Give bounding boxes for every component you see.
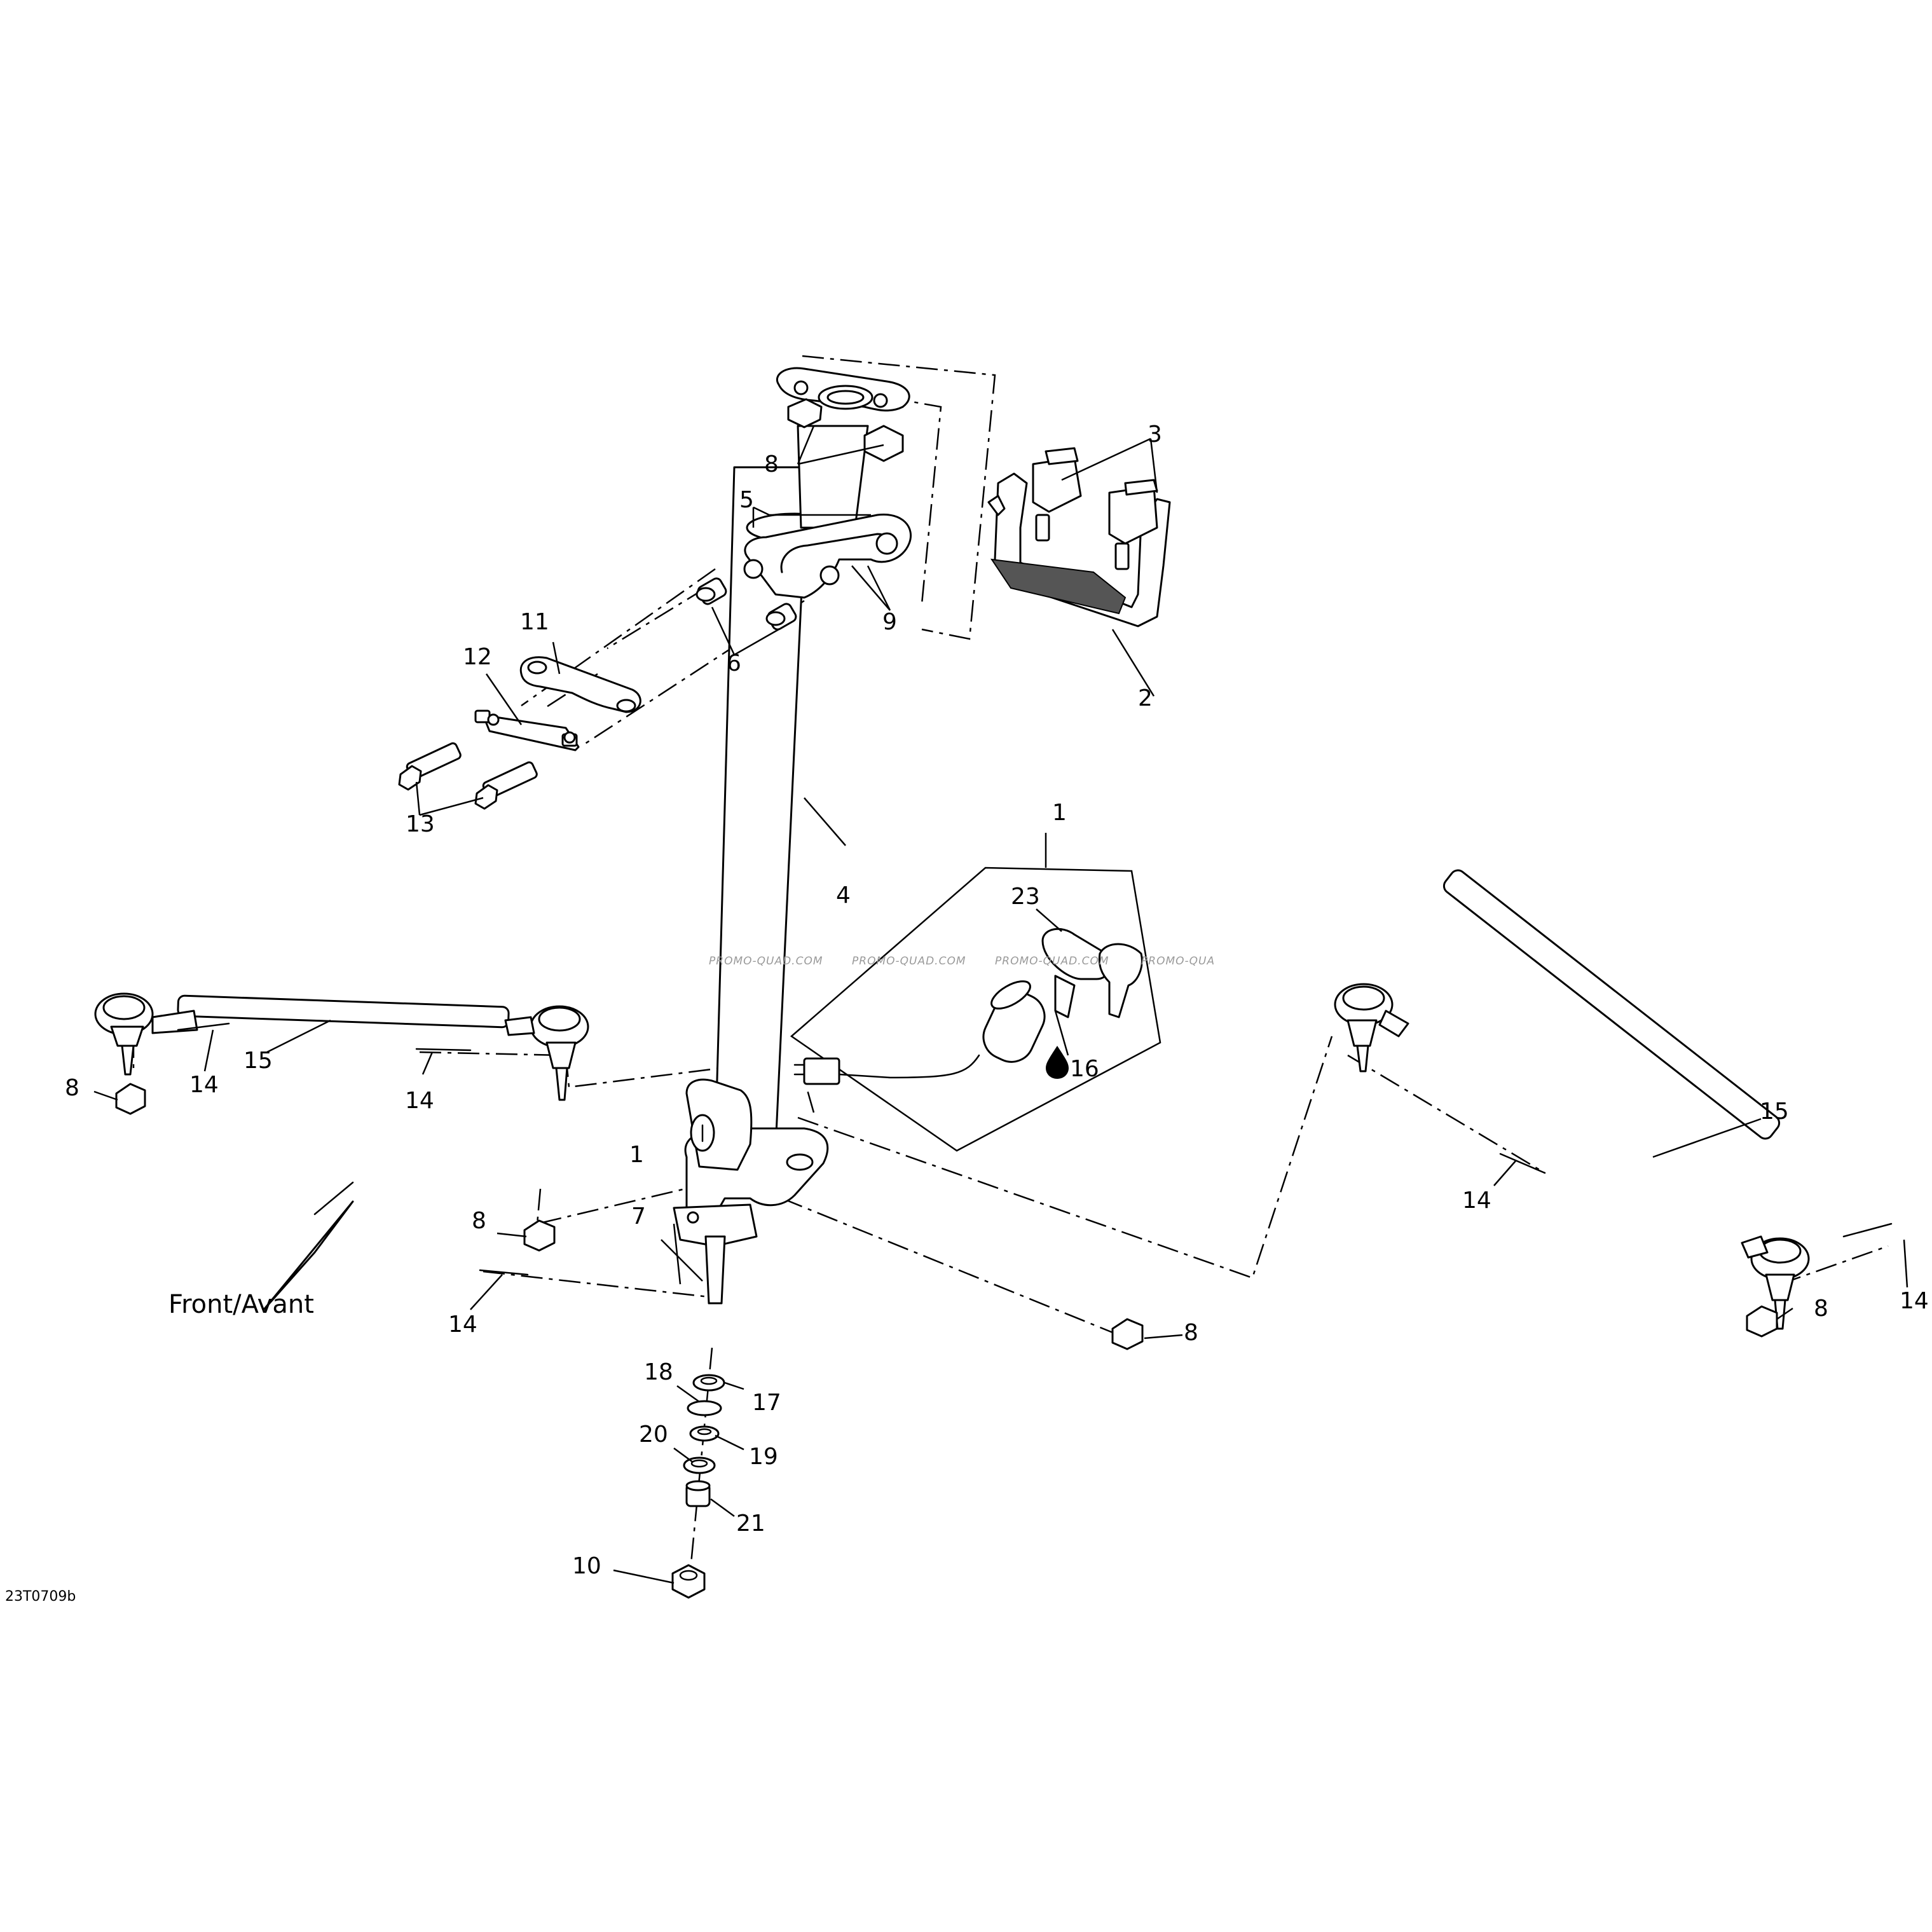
callout-23: 23 [1011, 884, 1040, 910]
callout-2: 2 [1138, 685, 1153, 711]
ignition-lock-cover [685, 1078, 753, 1171]
front-direction-label: Front/Avant [168, 1290, 314, 1319]
callout-8-mid: 8 [1184, 1320, 1198, 1346]
callout-12: 12 [463, 644, 492, 670]
callout-14-a: 14 [189, 1072, 219, 1098]
callout-5: 5 [739, 487, 754, 513]
front-direction-arrow [263, 1181, 354, 1311]
callout-10: 10 [572, 1553, 601, 1579]
callout-15-left: 15 [243, 1048, 273, 1074]
callout-14-c: 14 [448, 1312, 477, 1338]
watermark-text-4: PROMO-QUA [1141, 955, 1215, 968]
lower-bearing-stack [683, 1374, 725, 1507]
callout-20: 20 [639, 1422, 668, 1448]
column-clamp [695, 513, 912, 631]
callout-15-right: 15 [1760, 1099, 1789, 1125]
watermark-text-3: PROMO-QUAD.COM [995, 955, 1109, 968]
callout-13: 13 [406, 811, 435, 837]
watermark-text-1: PROMO-QUAD.COM [709, 955, 823, 968]
callout-14-b: 14 [405, 1088, 434, 1114]
callout-14-e: 14 [1900, 1288, 1929, 1314]
steering-column [673, 367, 910, 1305]
ignition-switch-kit [790, 867, 1161, 1152]
callout-18: 18 [644, 1359, 673, 1385]
nuts [115, 398, 1778, 1599]
callout-1-lock-cover: 1 [629, 1142, 644, 1168]
callout-7: 7 [631, 1203, 646, 1230]
callout-4: 4 [836, 882, 851, 908]
handlebar-clamp-assembly [987, 447, 1171, 627]
upper-clamp [398, 656, 641, 810]
callout-1-ignition-kit: 1 [1052, 800, 1067, 826]
leader-lines [93, 425, 1908, 1584]
callout-21: 21 [736, 1511, 765, 1537]
callout-11: 11 [520, 609, 549, 635]
tie-rod-left [94, 992, 589, 1101]
apply-lubricant-icon [1046, 1046, 1069, 1079]
callout-9: 9 [882, 609, 897, 635]
callout-8-center: 8 [472, 1208, 486, 1234]
cotter-pins [177, 1022, 1893, 1276]
callout-14-d: 14 [1462, 1188, 1491, 1214]
callout-8-top: 8 [764, 451, 779, 477]
callout-8-left: 8 [65, 1075, 79, 1101]
tie-rod-right [1334, 869, 1810, 1330]
callout-3: 3 [1148, 421, 1162, 448]
callout-8-right: 8 [1814, 1296, 1828, 1322]
callout-6: 6 [727, 650, 741, 676]
watermark: PROMO-QUAD.COM PROMO-QUAD.COM PROMO-QUAD… [709, 955, 1215, 968]
watermark-text-2: PROMO-QUAD.COM [852, 955, 966, 968]
callout-19: 19 [749, 1444, 778, 1470]
diagram-reference-code: 23T0709b [5, 1589, 76, 1605]
callout-16: 16 [1070, 1056, 1099, 1082]
callout-17: 17 [752, 1390, 781, 1416]
callouts: 1 1 2 3 4 5 6 7 8 8 8 8 8 9 10 11 12 13 … [65, 421, 1929, 1579]
